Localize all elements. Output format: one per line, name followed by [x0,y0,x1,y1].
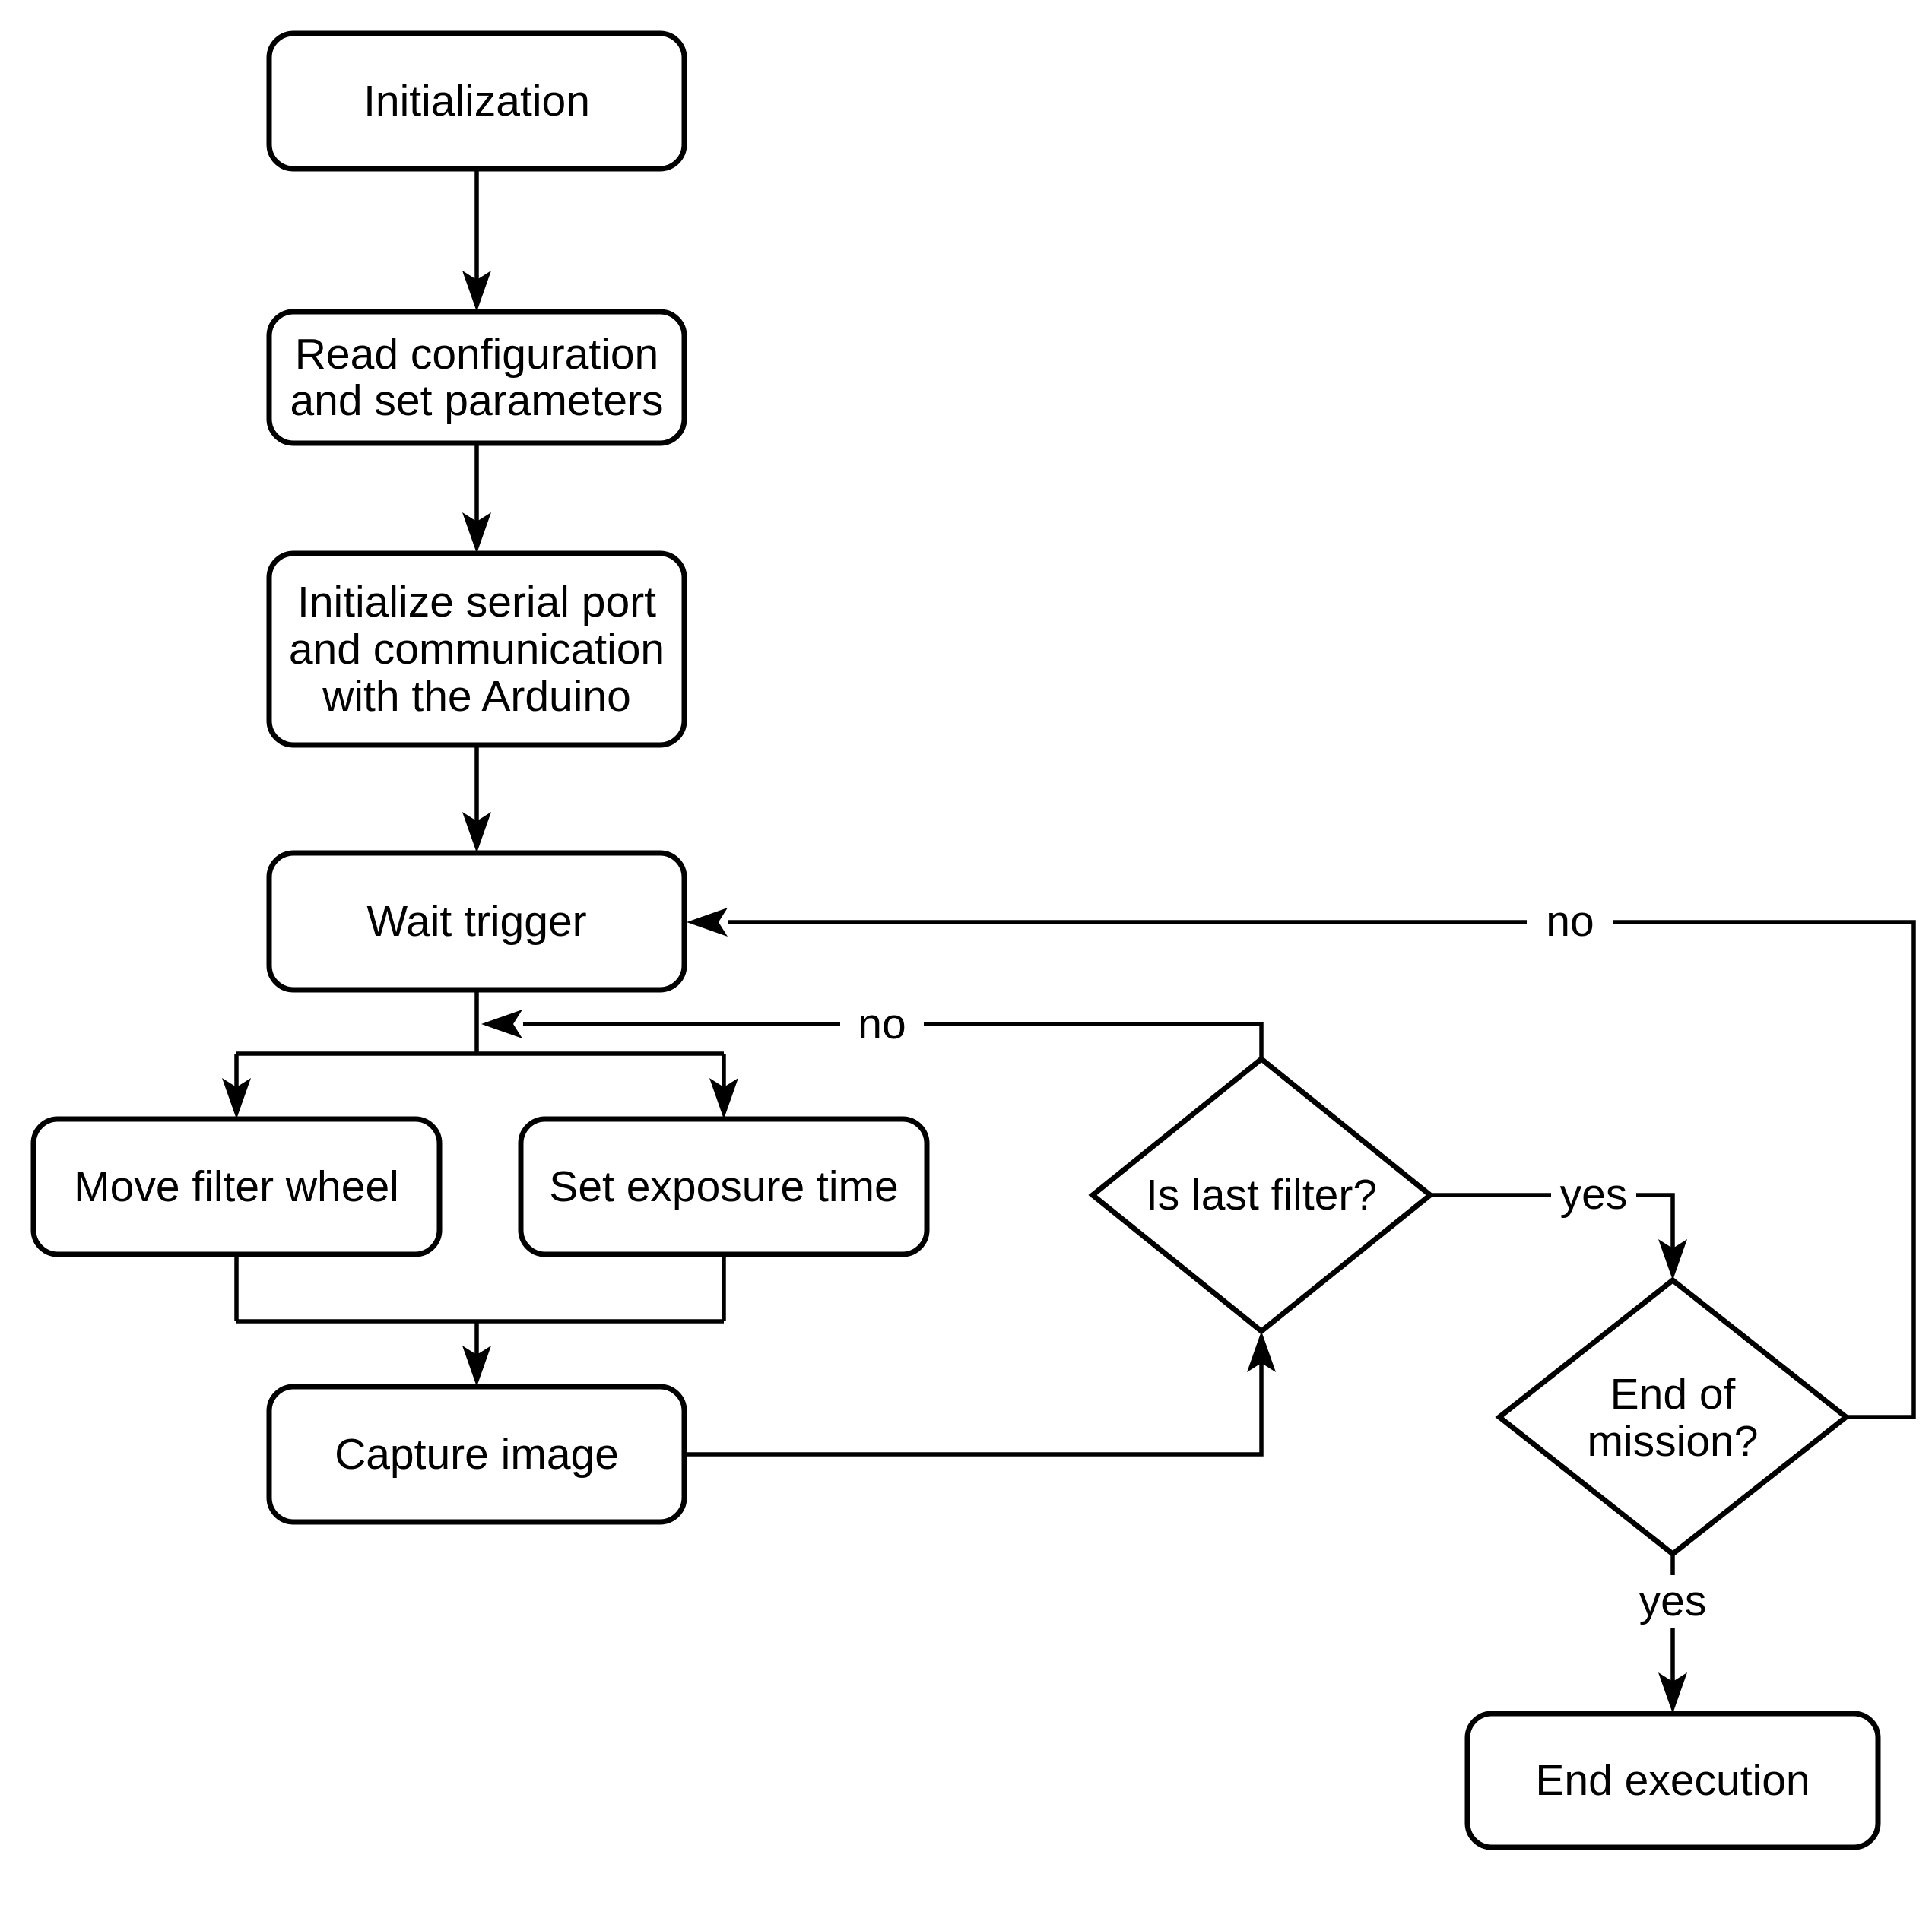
arrowhead-down-icon [222,1078,251,1119]
edge-initialization-to-read-config [462,169,491,312]
edge-is-last-filter-yes: yes [1430,1170,1687,1280]
node-read-config: Read configuration and set parameters [266,309,687,446]
edge-end-of-mission-no: no [687,897,1916,1419]
edge-label-yes: yes [1560,1170,1628,1219]
arrowhead-up-icon [1247,1331,1276,1372]
node-initialization-label: Initialization [363,77,590,125]
arrowhead-down-icon [462,812,491,853]
edge-is-last-filter-no: no [481,1000,1264,1059]
node-capture-image: Capture image [266,1384,687,1525]
arrowhead-down-icon [462,271,491,312]
edge-wait-trigger-to-branches [222,990,738,1119]
node-end-execution-shape [1464,1711,1881,1850]
node-is-last-filter-shape [1088,1055,1435,1335]
node-move-filter-wheel-shape [30,1116,443,1257]
edge-line [1636,1193,1675,1271]
edge-line [924,1022,1264,1059]
node-end-execution: End execution [1464,1711,1881,1850]
edge-line [682,1340,1264,1457]
node-set-exposure-time-label: Set exposure time [549,1162,898,1211]
edge-capture-image-to-is-last-filter [682,1331,1276,1457]
arrowhead-down-icon [1658,1672,1687,1714]
node-move-filter-wheel-label: Move filter wheel [74,1162,399,1211]
node-move-filter-wheel: Move filter wheel [30,1116,443,1257]
node-end-execution-label: End execution [1535,1756,1810,1805]
arrowhead-left-icon [687,908,728,937]
edge-end-of-mission-yes: yes [1639,1554,1707,1714]
node-read-config-label-line2: and set parameters [290,376,663,425]
node-wait-trigger: Wait trigger [266,850,687,993]
arrowhead-down-icon [709,1078,738,1119]
arrowhead-down-icon [1658,1239,1687,1280]
arrowhead-down-icon [462,512,491,553]
edge-label-no: no [858,1000,906,1048]
arrowhead-left-icon [481,1010,522,1038]
node-capture-image-label: Capture image [335,1430,619,1479]
edge-label-no: no [1546,897,1594,946]
node-end-of-mission: End of mission? [1495,1276,1851,1558]
node-end-of-mission-label-line2: mission? [1588,1417,1759,1466]
node-init-serial-shape [266,550,687,748]
node-init-serial-label-line3: with the Arduino [322,672,631,721]
node-capture-image-shape [266,1384,687,1525]
node-wait-trigger-shape [266,850,687,993]
node-end-of-mission-shape [1495,1276,1851,1558]
node-initialization: Initialization [266,30,687,172]
node-initialization-shape [266,30,687,172]
node-is-last-filter-label: Is last filter? [1146,1171,1377,1219]
node-read-config-label-line1: Read configuration [295,330,659,379]
node-is-last-filter: Is last filter? [1088,1055,1435,1335]
node-read-config-shape [266,309,687,446]
edge-read-config-to-init-serial [462,443,491,553]
arrowhead-down-icon [462,1346,491,1387]
edge-branches-to-capture-image [234,1254,726,1387]
node-set-exposure-time-shape [518,1116,930,1257]
node-wait-trigger-label: Wait trigger [366,897,586,946]
node-init-serial: Initialize serial port and communication… [266,550,687,748]
node-init-serial-label-line2: and communication [289,625,665,674]
edge-line [1613,920,1916,1419]
node-end-of-mission-label-line1: End of [1610,1370,1736,1419]
edge-label-yes: yes [1639,1577,1707,1625]
edge-init-serial-to-wait-trigger [462,745,491,853]
node-init-serial-label-line1: Initialize serial port [297,578,656,626]
node-set-exposure-time: Set exposure time [518,1116,930,1257]
